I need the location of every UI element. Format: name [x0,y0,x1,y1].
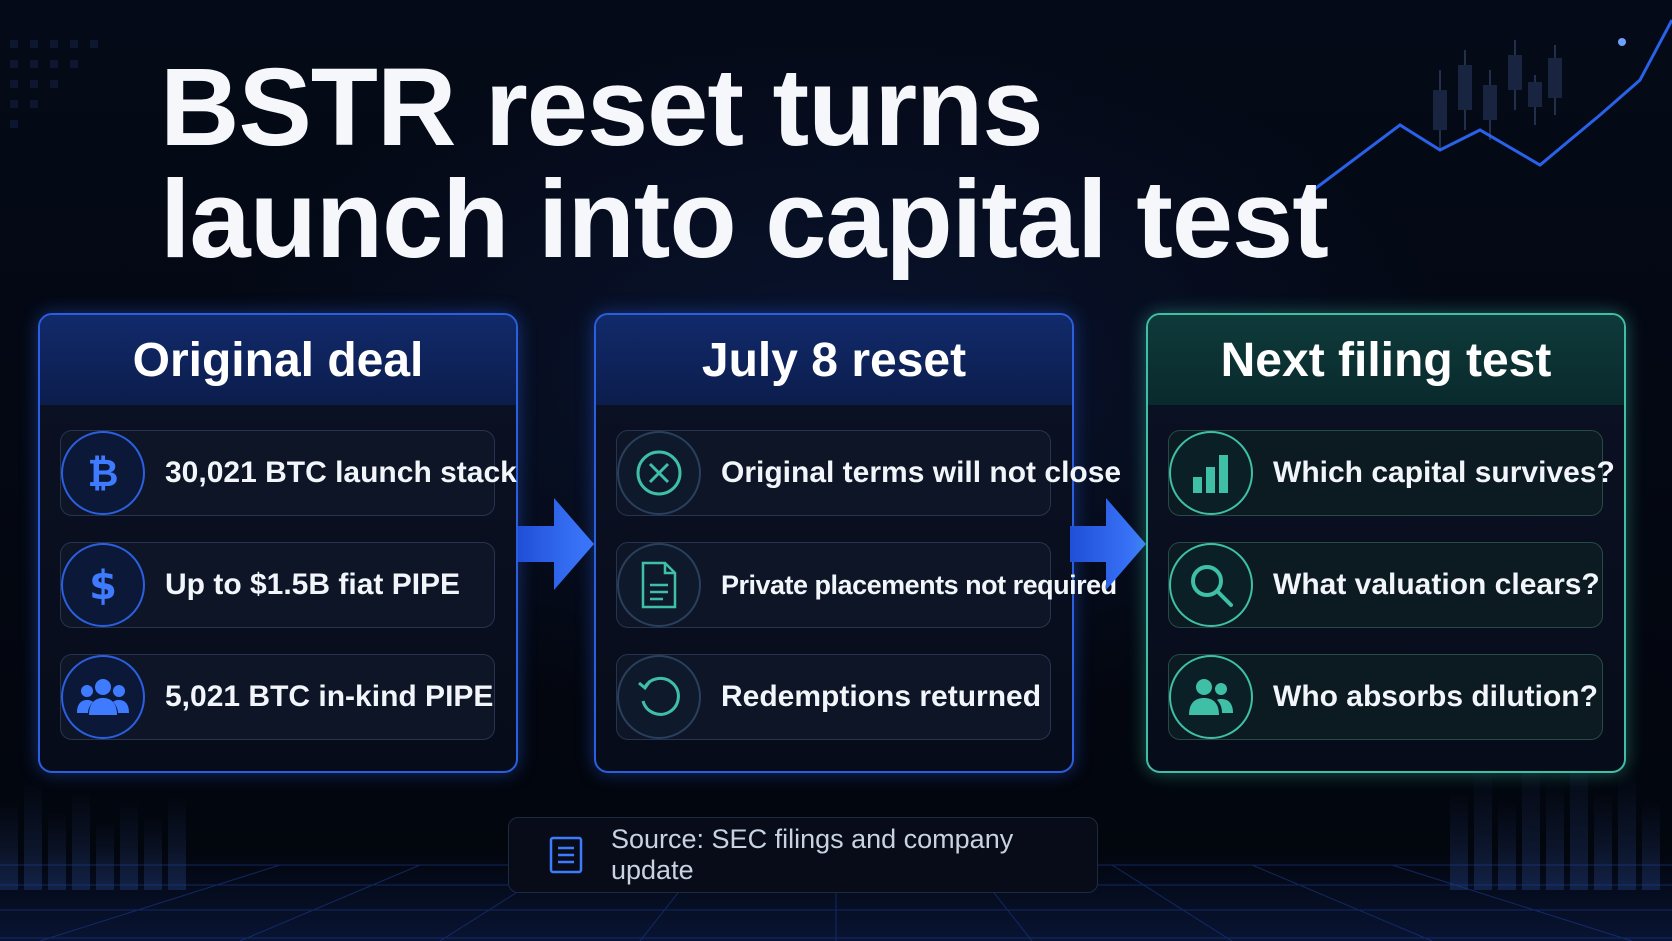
document-icon [617,543,701,627]
title-line-2: launch into capital test [160,158,1329,281]
item-text: Original terms will not close [721,456,1122,489]
refresh-icon [617,655,701,739]
x-circle-icon [617,431,701,515]
card-heading: Next filing test [1148,315,1624,405]
arrow-right-icon [518,498,594,590]
list-item: Redemptions returned [616,654,1051,740]
trend-line [1299,19,1672,202]
item-text: Which capital survives? [1273,456,1615,489]
magnifier-icon [1169,543,1253,627]
trend-point [1618,38,1626,46]
people-icon [61,655,145,739]
list-item: ₿ 30,021 BTC launch stack [60,430,517,516]
list-item: $ Up to $1.5B fiat PIPE [60,542,495,628]
item-text: What valuation clears? [1273,568,1600,601]
list-item: Who absorbs dilution? [1168,654,1603,740]
list-item: Original terms will not close [616,430,1122,516]
list-item: 5,021 BTC in-kind PIPE [60,654,495,740]
dollar-icon: $ [61,543,145,627]
card-original-deal: Original deal ₿ 30,021 BTC launch stack … [38,313,518,773]
list-item: Private placements not required [616,542,1117,628]
svg-text:$: $ [89,563,117,609]
item-text: 30,021 BTC launch stack [165,456,517,489]
title-line-1: BSTR reset turns [160,46,1044,169]
item-text: Redemptions returned [721,680,1042,713]
dot-texture [10,40,98,128]
list-item: Which capital survives? [1168,430,1615,516]
item-text: Private placements not required [721,569,1117,600]
source-text: Source: SEC filings and company update [611,824,1014,885]
item-text: 5,021 BTC in-kind PIPE [165,680,494,713]
arrow-right-icon [1070,498,1146,590]
list-item: What valuation clears? [1168,542,1603,628]
card-heading: July 8 reset [596,315,1072,405]
bar-chart-icon [1169,431,1253,515]
users-icon [1169,655,1253,739]
page-title: BSTR reset turns launch into capital tes… [160,52,1460,276]
bitcoin-icon: ₿ [61,431,145,515]
source-note: Source: SEC filings and company update [508,817,1098,893]
item-text: Up to $1.5B fiat PIPE [165,568,461,601]
candlesticks [1433,40,1562,150]
card-heading: Original deal [40,315,516,405]
svg-text:₿: ₿ [88,451,119,495]
card-next-filing-test: Next filing test Which capital survives?… [1146,313,1626,773]
document-lines-icon [549,836,583,874]
card-july-8-reset: July 8 reset Original terms will not clo… [594,313,1122,773]
item-text: Who absorbs dilution? [1273,680,1598,713]
